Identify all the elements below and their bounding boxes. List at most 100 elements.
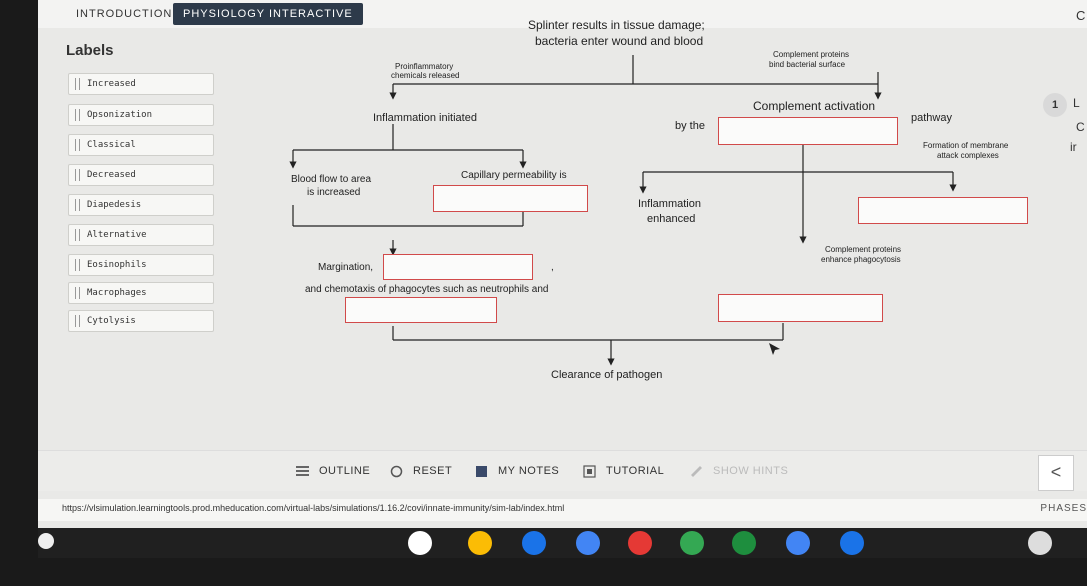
label-diapedesis[interactable]: Diapedesis xyxy=(68,194,214,216)
complement-phago-text-1: Complement proteins xyxy=(825,245,902,254)
tutorial-label: TUTORIAL xyxy=(606,465,665,477)
diagram-connectors xyxy=(289,55,957,366)
bottom-toolbar: OUTLINE RESET MY NOTES TUTORIAL SHOW HIN… xyxy=(38,450,1087,491)
margination-text: Margination, xyxy=(318,262,374,273)
label-text: Decreased xyxy=(87,170,136,180)
inflammation-enhanced-text-1: Inflammation xyxy=(638,198,701,210)
clearance-text: Clearance of pathogen xyxy=(551,369,663,381)
label-text: Cytolysis xyxy=(87,316,136,326)
status-url: https://vlsimulation.learningtools.prod.… xyxy=(62,503,565,513)
drag-grip-icon xyxy=(75,287,80,299)
drop-zone-complement-result[interactable] xyxy=(718,294,883,322)
reset-label: RESET xyxy=(413,465,453,477)
edge-text-1: C xyxy=(1076,8,1086,23)
label-text: Increased xyxy=(87,79,136,89)
tutorial-button[interactable]: TUTORIAL xyxy=(583,463,664,479)
inflammation-enhanced-text-2: enhanced xyxy=(647,213,696,225)
top-nav: INTRODUCTION PHYSIOLOGY INTERACTIVE xyxy=(38,0,1087,28)
label-text: Eosinophils xyxy=(87,260,147,270)
youtube-icon[interactable] xyxy=(628,531,652,555)
drop-zone-pathway[interactable] xyxy=(718,117,898,145)
drag-grip-icon xyxy=(75,78,80,90)
drag-grip-icon xyxy=(75,139,80,151)
tutorial-icon xyxy=(583,464,596,478)
chemicals-released-text: chemicals released xyxy=(391,71,460,80)
blood-flow-text-2: is increased xyxy=(307,187,361,198)
formation-text-2: attack complexes xyxy=(937,151,999,160)
edge-text-4: ir xyxy=(1070,140,1077,154)
meet-icon[interactable] xyxy=(732,531,756,555)
label-text: Macrophages xyxy=(87,288,147,298)
status-bar: https://vlsimulation.learningtools.prod.… xyxy=(38,499,1087,521)
label-eosinophils[interactable]: Eosinophils xyxy=(68,254,214,276)
splinter-text: Splinter results in tissue damage; xyxy=(528,18,705,32)
proinflammatory-text: Proinflammatory xyxy=(395,62,454,71)
label-text: Alternative xyxy=(87,230,147,240)
pathway-text: pathway xyxy=(911,112,952,124)
drag-grip-icon xyxy=(75,199,80,211)
step-badge: 1 xyxy=(1043,93,1067,117)
label-decreased[interactable]: Decreased xyxy=(68,164,214,186)
reset-icon xyxy=(390,465,403,478)
notes-icon xyxy=(475,465,488,478)
tab-introduction[interactable]: INTRODUCTION xyxy=(76,8,173,20)
label-classical[interactable]: Classical xyxy=(68,134,214,156)
app-screen: INTRODUCTION PHYSIOLOGY INTERACTIVE Labe… xyxy=(38,0,1087,528)
label-text: Opsonization xyxy=(87,110,153,120)
label-opsonization[interactable]: Opsonization xyxy=(68,104,214,126)
photos-icon[interactable] xyxy=(680,531,704,555)
hint-icon xyxy=(690,465,703,478)
drag-grip-icon xyxy=(75,169,80,181)
list-icon xyxy=(296,465,309,478)
tab-physiology-interactive[interactable]: PHYSIOLOGY INTERACTIVE xyxy=(173,3,363,25)
label-increased[interactable]: Increased xyxy=(68,73,214,95)
chemotaxis-text: and chemotaxis of phagocytes such as neu… xyxy=(305,284,549,295)
show-hints-button[interactable]: SHOW HINTS xyxy=(690,463,788,479)
edge-text-2: L xyxy=(1073,96,1080,110)
label-cytolysis[interactable]: Cytolysis xyxy=(68,310,214,332)
drop-zone-margination[interactable] xyxy=(383,254,533,280)
complement-bind-text-2: bind bacterial surface xyxy=(769,60,846,69)
drop-zone-phagocyte[interactable] xyxy=(345,297,497,323)
drop-zone-capillary[interactable] xyxy=(433,185,588,212)
files-icon[interactable] xyxy=(786,531,810,555)
messages-icon[interactable] xyxy=(522,531,546,555)
os-taskbar xyxy=(38,528,1087,558)
launcher-icon[interactable] xyxy=(38,533,54,549)
phases-label: PHASES xyxy=(1040,503,1087,514)
capillary-permeability-text: Capillary permeability is xyxy=(461,170,567,181)
by-the-text: by the xyxy=(675,120,705,132)
drag-grip-icon xyxy=(75,259,80,271)
immunity-flow-diagram: Splinter results in tissue damage; bacte… xyxy=(233,0,1087,440)
mouse-cursor-icon xyxy=(769,343,780,355)
inflammation-initiated-text: Inflammation initiated xyxy=(373,112,477,124)
drag-grip-icon xyxy=(75,229,80,241)
drag-grip-icon xyxy=(75,315,80,327)
gmail-icon[interactable] xyxy=(408,531,432,555)
label-text: Diapedesis xyxy=(87,200,142,210)
calendar-icon[interactable] xyxy=(840,531,864,555)
comma-text: , xyxy=(551,262,554,273)
my-notes-button[interactable]: MY NOTES xyxy=(475,463,559,479)
show-hints-label: SHOW HINTS xyxy=(713,465,789,477)
my-notes-label: MY NOTES xyxy=(498,465,560,477)
label-macrophages[interactable]: Macrophages xyxy=(68,282,214,304)
complement-bind-text-1: Complement proteins xyxy=(773,50,850,59)
drop-zone-membrane-attack[interactable] xyxy=(858,197,1028,224)
play-store-icon[interactable] xyxy=(576,531,600,555)
calculator-icon[interactable] xyxy=(1028,531,1052,555)
labels-title: Labels xyxy=(66,42,114,59)
formation-text-1: Formation of membrane xyxy=(923,141,1009,150)
reset-button[interactable]: RESET xyxy=(390,463,452,479)
outline-button[interactable]: OUTLINE xyxy=(296,463,370,479)
chrome-icon[interactable] xyxy=(468,531,492,555)
label-text: Classical xyxy=(87,140,136,150)
complement-phago-text-2: enhance phagocytosis xyxy=(821,255,901,264)
drag-grip-icon xyxy=(75,109,80,121)
edge-text-3: C xyxy=(1076,120,1085,134)
bacteria-text: bacteria enter wound and blood xyxy=(535,34,704,48)
label-alternative[interactable]: Alternative xyxy=(68,224,214,246)
back-button[interactable]: < xyxy=(1038,455,1074,491)
complement-activation-text: Complement activation xyxy=(753,99,876,113)
outline-label: OUTLINE xyxy=(319,465,371,477)
